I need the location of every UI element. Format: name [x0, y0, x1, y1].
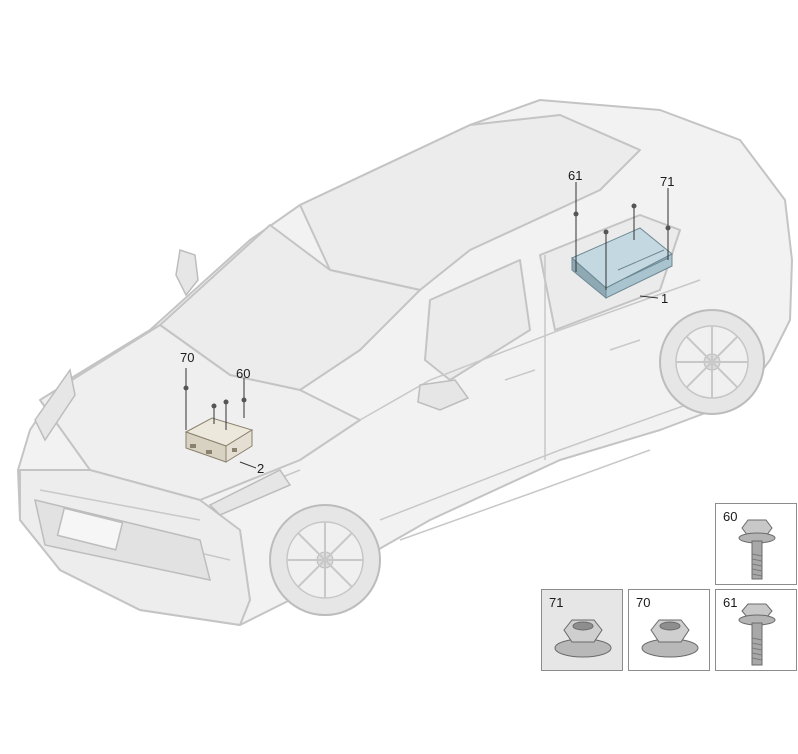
flange-nut-icon: [641, 619, 699, 658]
rear-wheel: [659, 309, 765, 415]
part-box-60: 60: [715, 503, 797, 585]
module-1: [571, 227, 673, 300]
part-number-61: 61: [723, 595, 738, 610]
license-plate: [56, 507, 124, 551]
callout-70: 70: [180, 350, 194, 365]
flange-nut-icon: [554, 619, 612, 658]
front-details: [34, 249, 470, 581]
callout-60: 60: [236, 366, 250, 381]
leader-lines: [185, 182, 669, 469]
front-wheel: [269, 504, 381, 616]
module-2: [184, 417, 254, 463]
callout-1: 1: [661, 291, 668, 306]
side-mirror-left: [175, 249, 199, 297]
part-number-60: 60: [723, 509, 738, 524]
callout-2: 2: [257, 461, 264, 476]
callout-71: 71: [660, 174, 674, 189]
headlight-left: [34, 368, 76, 442]
part-box-71: 71: [541, 589, 623, 671]
part-number-71: 71: [549, 595, 564, 610]
callout-61: 61: [568, 168, 582, 183]
flange-bolt-icon: [738, 519, 776, 580]
side-mirror-right: [417, 379, 470, 411]
part-box-61: 61: [715, 589, 797, 671]
fastener-heads: [183, 203, 671, 409]
headlight-right: [208, 469, 292, 516]
part-number-70: 70: [636, 595, 651, 610]
side-window-front: [424, 259, 531, 381]
flange-bolt-icon: [738, 603, 776, 666]
part-box-70: 70: [628, 589, 710, 671]
